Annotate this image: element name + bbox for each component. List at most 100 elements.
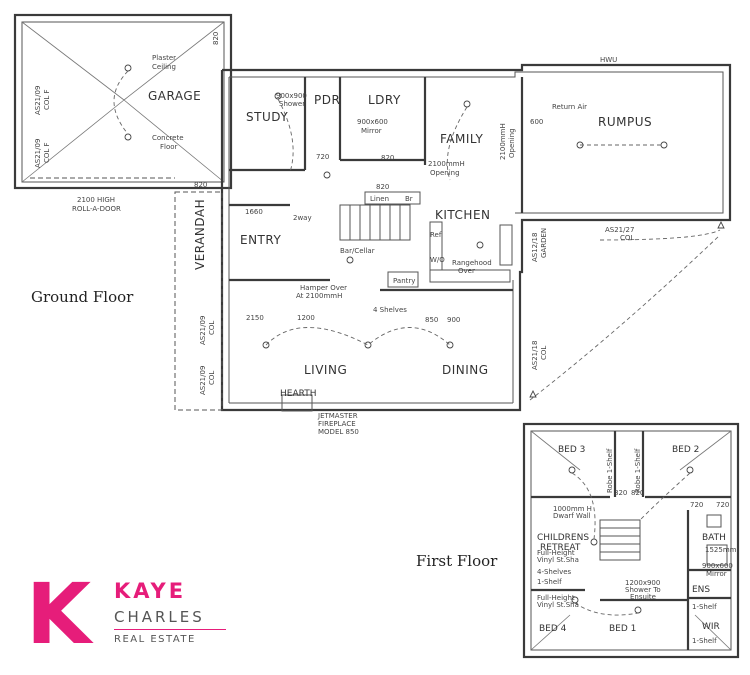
note-shower1: 900x900 bbox=[276, 92, 307, 100]
house-inner-walls bbox=[229, 71, 724, 214]
room-wir: WIR bbox=[702, 622, 720, 632]
wiring bbox=[446, 106, 468, 181]
note-range1: Rangehood bbox=[452, 259, 492, 267]
note-820: 820 bbox=[376, 183, 389, 191]
note-4-shelves: 4-Shelves bbox=[537, 568, 572, 576]
stairs-upper bbox=[599, 519, 641, 561]
wiring bbox=[529, 234, 721, 401]
ground-floor-label: Ground Floor bbox=[31, 288, 134, 306]
ceiling-light bbox=[262, 341, 270, 349]
linen-cupboard bbox=[364, 191, 421, 205]
note-850: 850 bbox=[425, 316, 438, 324]
note-col5: AS21/09 bbox=[199, 316, 207, 345]
note-wir-shelf: 1-Shelf bbox=[692, 637, 717, 645]
note-wall1: 1000mm H bbox=[553, 505, 592, 513]
note-bath-size: 1525mm bbox=[705, 546, 737, 554]
room-garage: GARAGE bbox=[148, 89, 201, 103]
note-vinyl3: Full-Height bbox=[537, 594, 575, 602]
note-jet2: FIREPLACE bbox=[318, 420, 356, 428]
note-vinyl1: Full-Height bbox=[537, 549, 575, 557]
ceiling-light bbox=[568, 466, 576, 474]
room-rumpus: RUMPUS bbox=[598, 115, 652, 129]
note-900: 900 bbox=[447, 316, 460, 324]
note-820: 820 bbox=[194, 181, 207, 189]
note-820: 820 bbox=[212, 32, 220, 45]
note-col2: COL F bbox=[43, 89, 51, 110]
note-col4: COL F bbox=[43, 142, 51, 163]
note-col3: AS21/09 bbox=[34, 139, 42, 168]
note-shower2: Shower bbox=[279, 100, 305, 108]
logo-letter: K bbox=[26, 565, 92, 663]
first-floor-plan bbox=[522, 422, 740, 659]
note-720: 720 bbox=[316, 153, 329, 161]
ceiling-light bbox=[590, 538, 598, 546]
note-shower3: Ensuite bbox=[630, 593, 656, 601]
garage-light bbox=[124, 64, 132, 72]
room-hearth: HEARTH bbox=[280, 389, 316, 399]
note-hamper2: At 2100mmH bbox=[296, 292, 342, 300]
garage-diagonal bbox=[123, 99, 225, 183]
note-ref: Ref bbox=[430, 231, 442, 239]
room-ens: ENS bbox=[692, 585, 710, 595]
roof-diagonal bbox=[679, 430, 732, 471]
vanity bbox=[706, 514, 722, 528]
hearth-box bbox=[281, 394, 313, 412]
house-walls bbox=[220, 63, 732, 412]
room-bed2: BED 2 bbox=[672, 445, 699, 455]
logo-name-charles: CHARLES bbox=[114, 608, 205, 626]
garage-inner-walls bbox=[21, 21, 225, 183]
room-dining: DINING bbox=[442, 363, 489, 377]
note-600: 600 bbox=[530, 118, 543, 126]
room-pdr: PDR bbox=[314, 93, 340, 107]
wiring bbox=[599, 229, 721, 241]
note-hamper1: Hamper Over bbox=[300, 284, 347, 292]
wiring bbox=[265, 327, 451, 346]
note-mirror1: 900x600 bbox=[357, 118, 388, 126]
garage-diagonal bbox=[21, 21, 125, 101]
note-col1: AS21/09 bbox=[34, 86, 42, 115]
first-floor-inner-walls bbox=[530, 430, 732, 651]
wiring bbox=[571, 472, 596, 540]
note-open4: Opening bbox=[508, 128, 516, 158]
ceiling-light bbox=[634, 606, 642, 614]
first-floor-label: First Floor bbox=[416, 552, 498, 570]
note-shower1: 1200x900 bbox=[625, 579, 660, 587]
room-bed4: BED 4 bbox=[539, 624, 567, 634]
ground-floor-plan bbox=[13, 13, 732, 412]
note-jet3: MODEL 850 bbox=[318, 428, 359, 436]
first-floor-walls bbox=[522, 422, 740, 659]
note-1-shelf: 1-Shelf bbox=[537, 578, 562, 586]
exterior-light bbox=[529, 389, 537, 398]
note-col10: COL bbox=[540, 346, 548, 360]
note-mirror4: Mirror bbox=[706, 570, 727, 578]
roof-diagonal bbox=[530, 614, 571, 651]
room-bed1: BED 1 bbox=[609, 624, 636, 634]
note-jet1: JETMASTER bbox=[317, 412, 358, 420]
logo-tagline: REAL ESTATE bbox=[114, 634, 196, 645]
note-plaster: Plaster bbox=[152, 54, 176, 62]
roof-diagonal bbox=[530, 430, 581, 471]
note-820: 820 bbox=[614, 489, 627, 497]
room-kitchen: KITCHEN bbox=[435, 208, 491, 222]
note-wo: W/O bbox=[430, 256, 445, 264]
room-verandah: VERANDAH bbox=[193, 199, 207, 270]
note-robe1: Robe 1-Shelf bbox=[606, 448, 614, 493]
note-br: Br bbox=[405, 195, 413, 203]
kitchen-bench bbox=[429, 269, 511, 283]
note-vinyl2: Vinyl St.Sha bbox=[537, 556, 579, 564]
ceiling-light bbox=[346, 256, 354, 264]
note-rad1: 2100 HIGH bbox=[77, 196, 115, 204]
roof-diagonal bbox=[694, 614, 732, 651]
note-720: 720 bbox=[716, 501, 729, 509]
pantry-cupboard bbox=[387, 271, 419, 288]
note-range2: Over bbox=[458, 267, 475, 275]
note-820: 820 bbox=[381, 154, 394, 162]
note-floor: Floor bbox=[160, 143, 178, 151]
ceiling-light bbox=[660, 141, 668, 149]
note-col9: AS21/18 bbox=[531, 341, 539, 370]
ceiling-light bbox=[463, 100, 471, 108]
verandah-outline bbox=[174, 191, 223, 411]
logo-divider bbox=[114, 629, 226, 630]
room-entry: ENTRY bbox=[240, 233, 281, 247]
ceiling-light bbox=[476, 241, 484, 249]
